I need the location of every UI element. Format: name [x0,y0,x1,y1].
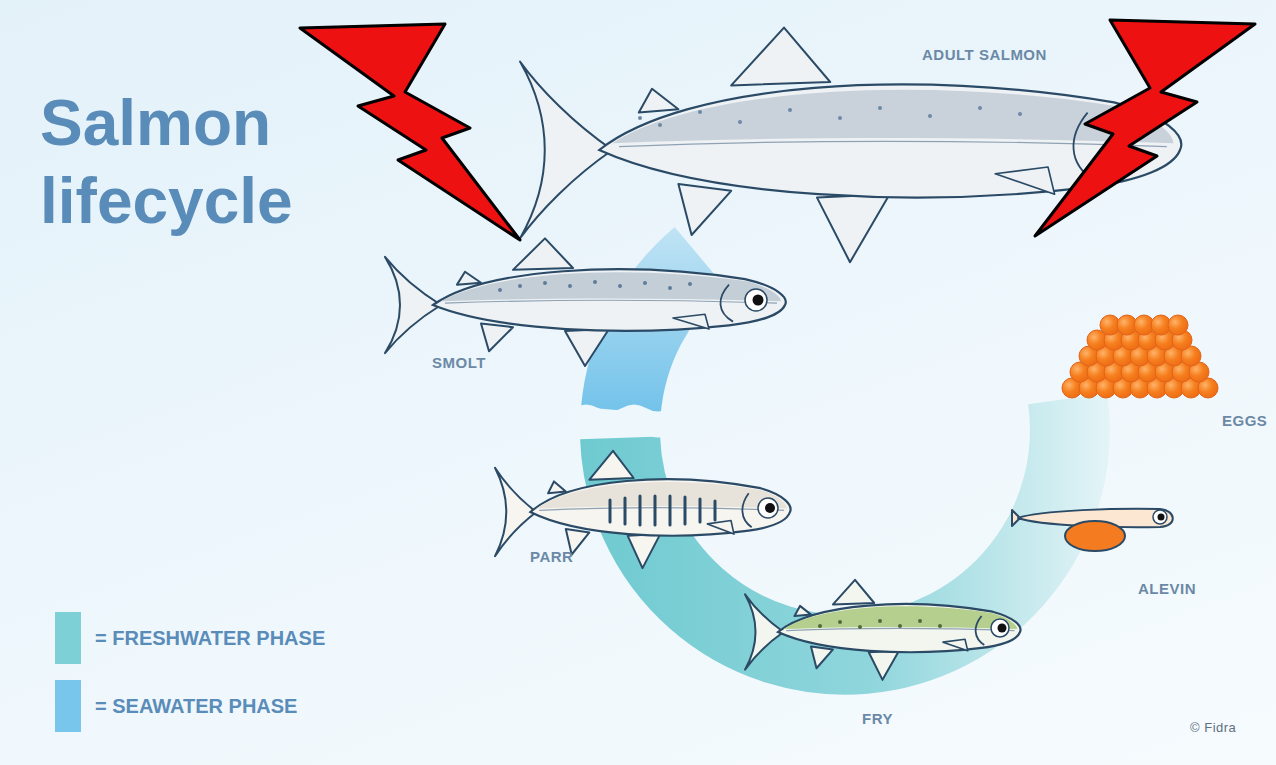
parr-mark [669,496,672,525]
spot [878,106,882,110]
parr-mark [609,500,612,522]
fish-eye [745,289,767,311]
fish-outline [745,580,1021,680]
spot [658,123,662,127]
spot [593,280,597,284]
parr-marks [610,496,715,525]
fish-pupil [998,624,1007,633]
fish-outline [385,238,786,366]
parr-drawing [495,451,791,568]
spot [498,288,502,292]
fish-eye [1153,510,1167,524]
fish-outline [520,28,1181,263]
fish-eye [991,619,1009,637]
lightning-bolt [1035,20,1255,236]
fish-outline [495,451,791,568]
parr-mark [624,498,627,524]
spot [688,282,692,286]
parr-mark [654,496,657,525]
parr-mark [684,497,687,524]
legend-text: = FRESHWATER PHASE [95,612,325,664]
alevin-drawing [1012,509,1173,551]
phase-break [574,405,670,438]
adult-spots [638,106,1022,127]
fish-pupil [765,503,775,513]
spot [618,284,622,288]
spot [818,624,822,628]
adult-salmon-drawing [520,28,1181,263]
fish-eye [758,498,778,518]
spot [518,284,522,288]
spot [638,116,642,120]
stage-label: EGGS [1222,412,1267,429]
parr-mark [639,496,642,525]
parr-mark [714,501,717,520]
spot [1018,112,1022,116]
legend-row: = FRESHWATER PHASE [55,612,475,664]
spot [938,624,942,628]
spot [788,108,792,112]
stage-label: ALEVIN [1138,580,1196,597]
spot [643,281,647,285]
spot [928,114,932,118]
stage-label: FRY [862,710,893,727]
fry-spots [818,619,942,629]
spot [543,281,547,285]
stage-label: © Fidra [1190,720,1236,735]
legend-row: = SEAWATER PHASE [55,680,475,732]
fish-pupil [1158,514,1165,521]
stage-label: PARR [530,548,573,565]
spot [878,619,882,623]
spot [568,284,572,288]
legend-text: = SEAWATER PHASE [95,680,297,732]
spot [918,619,922,623]
diagram-title: Salmon lifecycle [40,84,340,240]
egg-cluster [1062,315,1218,398]
spot [838,116,842,120]
spot [858,625,862,629]
spot [668,286,672,290]
spot [738,120,742,124]
lightning-bolt [300,24,520,240]
spot [838,620,842,624]
spot [898,624,902,628]
yolk-sac [1065,521,1125,551]
parr-mark [699,499,702,522]
fish-pupil [753,295,764,306]
spot [978,106,982,110]
smolt-spots [498,280,692,292]
smolt-drawing [385,238,786,366]
stage-label: SMOLT [432,354,486,371]
fry-drawing [745,580,1021,680]
egg [1168,315,1188,335]
legend-swatch [55,680,81,732]
spot [698,110,702,114]
stage-label: ADULT SALMON [922,46,1047,63]
legend-swatch [55,612,81,664]
